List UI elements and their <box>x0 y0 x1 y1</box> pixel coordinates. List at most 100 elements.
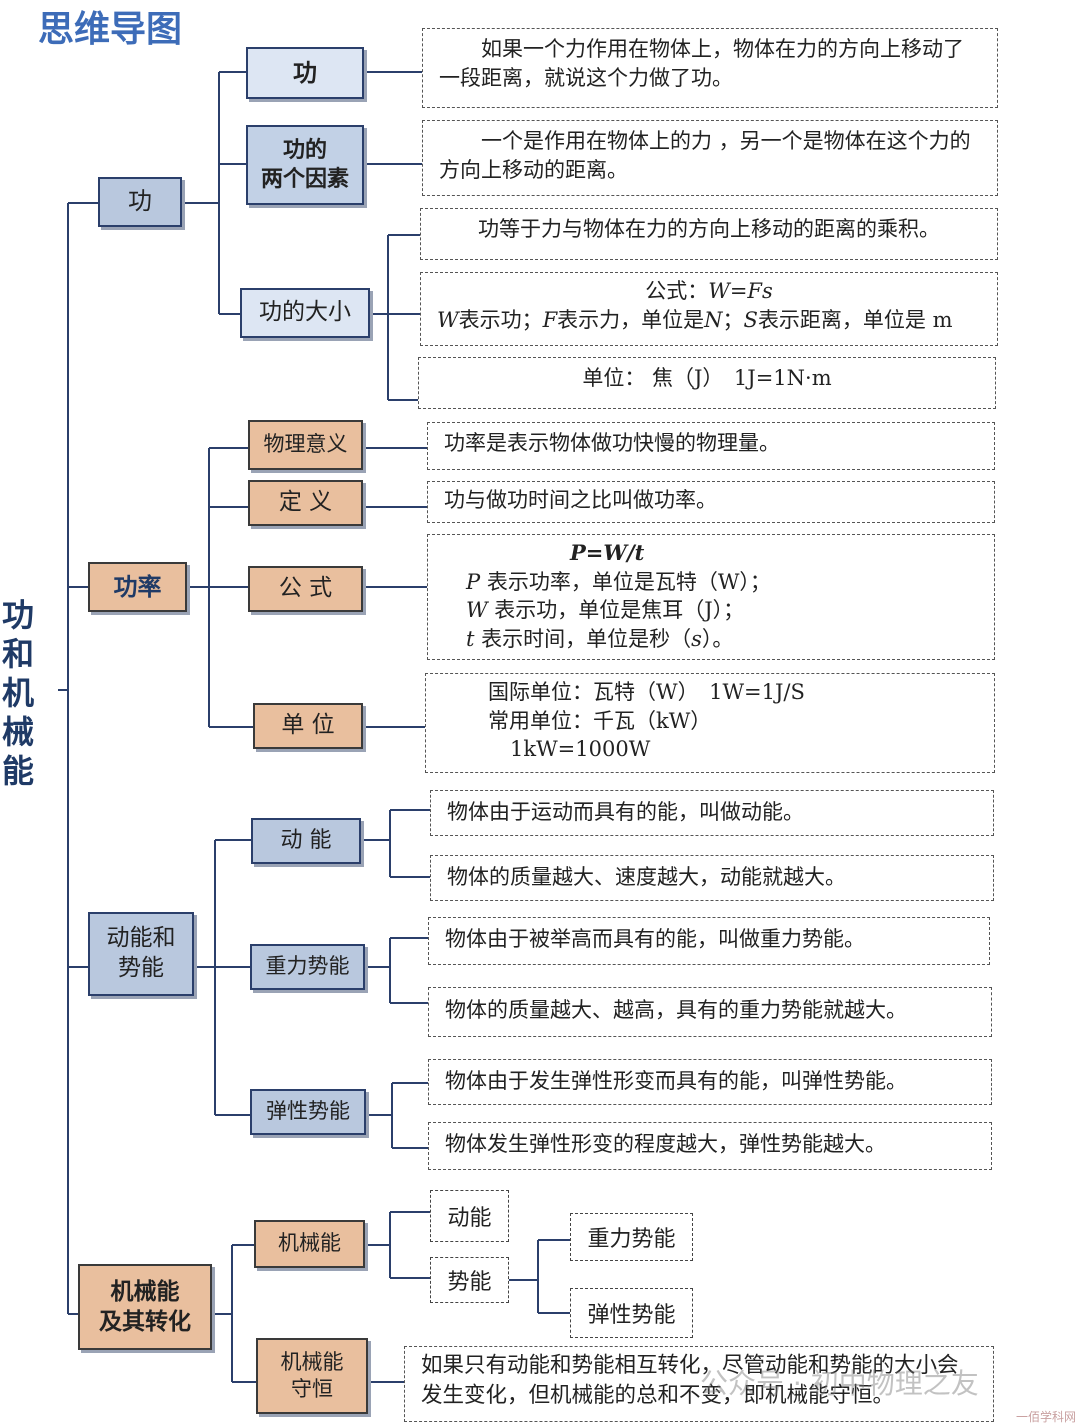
formula-prefix: 公式： <box>645 279 709 303</box>
node-label-line: 机械能 <box>280 1349 344 1374</box>
formula: P=W/t <box>570 540 645 565</box>
node-mechanical-energy: 机械能 <box>254 1220 365 1268</box>
formula: W=Fs <box>708 279 773 303</box>
desc-work-factors: 一个是作用在物体上的力 ，另一个是物体在这个力的方向上移动的距离。 <box>422 120 998 196</box>
node-label: 功的大小 <box>259 299 351 326</box>
formula-var-line: P 表示功率，单位是瓦特（W）； <box>466 568 978 597</box>
desc-text: 物体由于运动而具有的能，叫做动能。 <box>447 800 804 824</box>
node-label: 弹性势能 <box>266 1099 350 1124</box>
node-label-line: 两个因素 <box>260 166 349 192</box>
topic-mechanical-energy: 机械能 及其转化 <box>78 1264 212 1350</box>
node-label-line: 功的 <box>282 137 327 164</box>
topic-power: 功率 <box>88 562 187 612</box>
node-power-meaning: 物理意义 <box>248 420 363 470</box>
var-text: ）。 <box>701 626 734 651</box>
desc-work-formula: 公式：W=Fs W表示功；F表示力，单位是N；S表示距离，单位是 m <box>420 272 998 346</box>
desc-text: 物体由于被举高而具有的能，叫做重力势能。 <box>445 927 865 951</box>
topic-label-line: 动能和 <box>106 925 176 952</box>
node-power-definition: 定 义 <box>248 480 363 526</box>
node-power-formula: 公 式 <box>248 566 363 612</box>
desc-energy-conservation: 如果只有动能和势能相互转化，尽管动能和势能的大小会发生变化，但机械能的总和不变，… <box>404 1346 994 1422</box>
node-label: 动能 <box>447 1206 492 1231</box>
topic-work: 功 <box>98 177 182 227</box>
node-label: 动 能 <box>280 827 332 853</box>
var-symbol: F <box>542 308 558 333</box>
var-text: 表示功； <box>458 308 543 333</box>
node-kinetic-small: 动能 <box>430 1190 509 1242</box>
desc-text: 功与做功时间之比叫做功率。 <box>444 488 717 512</box>
desc-kinetic-2: 物体的质量越大、速度越大，动能就越大。 <box>430 855 994 901</box>
node-label: 重力势能 <box>587 1227 676 1252</box>
var-text: 表示距离，单位是 m <box>757 308 953 333</box>
formula-line: P=W/t <box>466 539 978 568</box>
node-label-line: 守恒 <box>291 1377 333 1401</box>
node-gravitational-potential: 重力势能 <box>250 944 365 990</box>
node-label: 单 位 <box>281 712 335 739</box>
desc-text: 物体发生弹性形变的程度越大，弹性势能越大。 <box>445 1132 886 1156</box>
root-char: 机 <box>1 674 34 713</box>
desc-work-definition: 如果一个力作用在物体上，物体在力的方向上移动了一段距离，就说这个力做了功。 <box>422 28 998 108</box>
root-topic: 功 和 机 械 能 <box>0 596 36 791</box>
desc-text: 一个是作用在物体上的力 ，另一个是物体在这个力的方向上移动的距离。 <box>439 129 971 183</box>
desc-gravity-2: 物体的质量越大、越高，具有的重力势能就越大。 <box>428 987 992 1037</box>
desc-text: 功率是表示物体做功快慢的物理量。 <box>444 431 780 455</box>
node-label: 定 义 <box>278 489 333 516</box>
var-symbol: N <box>704 308 723 333</box>
unit-line: 1kW=1000W <box>510 737 651 762</box>
root-char: 功 <box>1 596 34 634</box>
topic-label-line: 势能 <box>118 955 164 981</box>
desc-power-meaning: 功率是表示物体做功快慢的物理量。 <box>427 422 995 470</box>
node-work-definition: 功 <box>246 47 364 99</box>
root-char: 能 <box>1 752 34 791</box>
desc-text: 功等于力与物体在力的方向上移动的距离的乘积。 <box>478 217 940 241</box>
desc-power-formula: P=W/t P 表示功率，单位是瓦特（W）； W 表示功，单位是焦耳（J）； t… <box>427 534 995 660</box>
topic-label-line: 机械能 <box>110 1278 180 1306</box>
formula-vars-line: W表示功；F表示力，单位是N；S表示距离，单位是 m <box>437 306 981 335</box>
unit-line: 国际单位：瓦特（W） 1W=1J/S <box>488 680 805 704</box>
desc-power-unit: 国际单位：瓦特（W） 1W=1J/S 常用单位：千瓦（kW） 1kW=1000W <box>425 673 995 773</box>
site-mark: 一佰学科网 <box>1015 1410 1076 1424</box>
desc-text: 物体的质量越大、越高，具有的重力势能就越大。 <box>445 998 907 1022</box>
node-label: 弹性势能 <box>587 1303 676 1328</box>
desc-power-definition: 功与做功时间之比叫做功率。 <box>427 481 995 523</box>
var-text: 表示力，单位是 <box>557 308 705 333</box>
topic-work-label: 功 <box>128 187 152 216</box>
formula-line: 公式：W=Fs <box>437 277 981 306</box>
node-gravity-small: 重力势能 <box>570 1213 693 1261</box>
desc-text: 如果只有动能和势能相互转化，尽管动能和势能的大小会发生变化，但机械能的总和不变，… <box>421 1353 959 1409</box>
page-title: 思维导图 <box>38 9 183 50</box>
topic-label-line: 及其转化 <box>99 1308 191 1335</box>
node-label: 重力势能 <box>265 954 350 979</box>
node-elastic-potential: 弹性势能 <box>250 1089 366 1135</box>
var-symbol: S <box>743 308 758 333</box>
node-label: 功 <box>293 58 317 88</box>
desc-elastic-2: 物体发生弹性形变的程度越大，弹性势能越大。 <box>428 1122 992 1170</box>
desc-elastic-1: 物体由于发生弹性形变而具有的能，叫弹性势能。 <box>428 1059 992 1105</box>
desc-text: 物体由于发生弹性形变而具有的能，叫弹性势能。 <box>445 1069 907 1093</box>
node-work-magnitude: 功的大小 <box>240 288 370 338</box>
var-symbol: P <box>466 569 481 594</box>
node-kinetic-energy: 动 能 <box>251 818 361 864</box>
var-symbol: W <box>437 308 459 333</box>
node-energy-conservation: 机械能 守恒 <box>256 1338 368 1414</box>
var-symbol: W <box>466 598 488 623</box>
node-label: 公 式 <box>278 575 333 602</box>
var-text: 表示功率，单位是瓦特（W）； <box>480 569 771 594</box>
desc-work-magnitude: 功等于力与物体在力的方向上移动的距离的乘积。 <box>420 208 998 260</box>
formula-var-line: t 表示时间，单位是秒（s）。 <box>466 625 978 654</box>
node-label: 物理意义 <box>263 432 348 457</box>
var-text: ； <box>722 308 744 333</box>
topic-kinetic-potential: 动能和 势能 <box>88 912 194 996</box>
node-label: 机械能 <box>278 1231 341 1256</box>
node-work-factors: 功的 两个因素 <box>246 125 364 205</box>
var-symbol: s <box>691 626 702 651</box>
node-power-unit: 单 位 <box>253 703 363 749</box>
desc-text: 单位： 焦（J） 1J=1N·m <box>582 366 832 390</box>
desc-text: 物体的质量越大、速度越大，动能就越大。 <box>447 865 846 889</box>
formula-var-line: W 表示功，单位是焦耳（J）； <box>466 596 978 625</box>
root-char: 械 <box>1 713 34 752</box>
desc-text: 如果一个力作用在物体上，物体在力的方向上移动了一段距离，就说这个力做了功。 <box>439 37 964 91</box>
unit-line: 常用单位：千瓦（kW） <box>488 708 712 733</box>
topic-power-label: 功率 <box>113 572 162 602</box>
